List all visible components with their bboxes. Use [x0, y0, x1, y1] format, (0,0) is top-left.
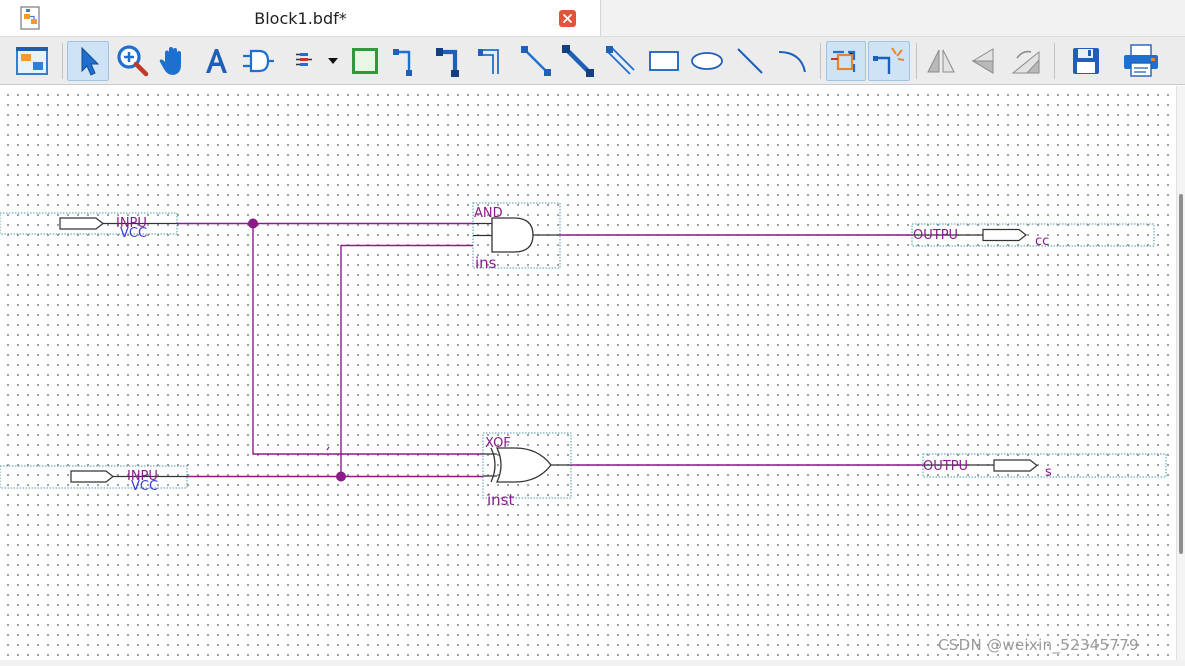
output-pin-c-name: cc	[1035, 234, 1049, 249]
partial-line-selection-icon	[873, 47, 905, 74]
diagonal-bus-icon	[562, 45, 594, 77]
diagonal-conduit-tool-button[interactable]	[600, 41, 642, 81]
save-button[interactable]	[1062, 41, 1110, 81]
vertical-scrollbar[interactable]	[1176, 86, 1185, 660]
rotate-left-icon	[1011, 50, 1040, 74]
pin-tool-button[interactable]	[284, 41, 324, 81]
rotate-left-button[interactable]	[1006, 41, 1046, 81]
xor-gate-type-label: XOF	[485, 436, 511, 451]
flip-horizontal-icon	[927, 49, 955, 73]
and-gate-instance-label: ins	[475, 254, 497, 272]
and-gate[interactable]: AND ins	[472, 202, 561, 272]
orthogonal-bus-tool-button[interactable]	[432, 41, 472, 81]
schematic-diagram: INPU VCC INPU VCC AND ins	[0, 202, 1167, 509]
partial-line-selection-button[interactable]	[868, 41, 910, 81]
block-properties-icon	[16, 47, 48, 75]
printer-icon	[1124, 44, 1158, 77]
close-tab-button[interactable]	[559, 10, 576, 27]
and-gate-body	[491, 217, 534, 253]
hand-pan-icon	[159, 47, 181, 75]
oval-tool-button[interactable]	[686, 41, 728, 81]
output-pin-s[interactable]: OUTPU s	[922, 453, 1167, 480]
tab-bar: Block1.bdf*	[0, 0, 1185, 36]
xor-gate-input-leads	[483, 453, 497, 477]
arc-tool-button[interactable]	[772, 41, 812, 81]
output-pin-c-arrow-shape	[982, 228, 1027, 242]
vertical-scrollbar-thumb[interactable]	[1179, 194, 1183, 554]
rubberbanding-icon	[831, 50, 856, 72]
watermark: CSDN @weixin_52345779	[938, 636, 1139, 654]
input-pin-2-type-label: INPU	[127, 469, 158, 484]
line-shape-icon	[737, 48, 763, 74]
block-properties-button[interactable]	[10, 41, 54, 81]
diagonal-conduit-icon	[606, 46, 635, 75]
block-tool-button[interactable]	[346, 41, 384, 81]
tab-title: Block1.bdf*	[254, 9, 347, 28]
wire-in1-to-xor[interactable]	[252, 223, 483, 455]
xor-gate-instance-label: inst	[487, 491, 514, 509]
arc-shape-icon	[778, 51, 806, 73]
input-pin-1-default-label: VCC	[120, 226, 147, 241]
diagonal-node-icon	[521, 46, 551, 76]
input-pin-1-arrow-shape	[59, 217, 104, 230]
output-pin-s-arrow-shape	[993, 459, 1038, 472]
print-button[interactable]	[1116, 41, 1166, 81]
symbol-tool-button[interactable]	[238, 41, 278, 81]
zoom-magnifier-icon	[117, 45, 149, 77]
rubberbanding-button[interactable]	[826, 41, 866, 81]
dropdown-triangle-icon	[328, 58, 338, 64]
selection-tool-button[interactable]	[67, 41, 109, 81]
orthogonal-conduit-tool-button[interactable]	[474, 41, 514, 81]
wire-in2-to-and[interactable]	[340, 244, 473, 477]
and-gate-type-label: AND	[474, 206, 503, 221]
input-pin-1-type-label: INPU	[116, 216, 147, 231]
wire-crossing-mark	[326, 446, 330, 451]
output-pin-s-type-label: OUTPU	[923, 459, 968, 474]
text-tool-button[interactable]	[198, 41, 234, 81]
wires	[177, 222, 923, 478]
zoom-tool-button[interactable]	[112, 41, 152, 81]
and-gate-input-leads	[473, 222, 492, 237]
junction-dot-2	[336, 471, 346, 482]
block-diagram-file-icon	[18, 5, 44, 31]
xor-gate-body	[495, 447, 552, 483]
orthogonal-conduit-icon	[478, 49, 499, 74]
output-pin-c-type-label: OUTPU	[913, 228, 958, 243]
input-pin-2-arrow-shape	[70, 470, 114, 483]
oval-shape-icon	[691, 52, 723, 70]
and-gate-symbol-icon	[243, 49, 274, 73]
block-rectangle-icon	[352, 48, 378, 74]
flip-vertical-button[interactable]	[964, 41, 1002, 81]
schematic-canvas[interactable]: INPU VCC INPU VCC AND ins	[0, 86, 1176, 660]
text-a-icon	[206, 49, 227, 73]
orthogonal-bus-icon	[436, 48, 459, 77]
arrow-pointer-icon	[81, 46, 100, 76]
output-pin-c[interactable]: OUTPU cc	[911, 223, 1155, 249]
close-icon	[563, 14, 572, 23]
pin-symbol-icon	[296, 53, 312, 66]
flip-vertical-icon	[971, 48, 994, 74]
rectangle-tool-button[interactable]	[644, 41, 684, 81]
document-tab[interactable]: Block1.bdf*	[0, 0, 601, 36]
diagonal-bus-tool-button[interactable]	[558, 41, 598, 81]
rectangle-shape-icon	[649, 51, 679, 71]
input-pin-1[interactable]: INPU VCC	[0, 212, 178, 241]
orthogonal-node-icon	[393, 49, 412, 76]
diagonal-node-tool-button[interactable]	[516, 41, 556, 81]
symbol-dropdown-button[interactable]	[324, 41, 342, 81]
junction-dot-1	[248, 218, 258, 229]
output-pin-s-name: s	[1045, 465, 1052, 480]
block-editor-toolbar	[0, 36, 1185, 85]
xor-gate[interactable]: XOF inst	[482, 432, 572, 509]
floppy-disk-icon	[1073, 48, 1099, 74]
input-pin-2[interactable]: INPU VCC	[0, 465, 188, 494]
bottom-edge	[0, 660, 1185, 666]
xor-gate-back-arc	[490, 447, 496, 483]
hand-tool-button[interactable]	[154, 41, 194, 81]
input-pin-2-default-label: VCC	[131, 479, 158, 494]
flip-horizontal-button[interactable]	[922, 41, 960, 81]
line-tool-button[interactable]	[730, 41, 770, 81]
orthogonal-node-tool-button[interactable]	[388, 41, 428, 81]
